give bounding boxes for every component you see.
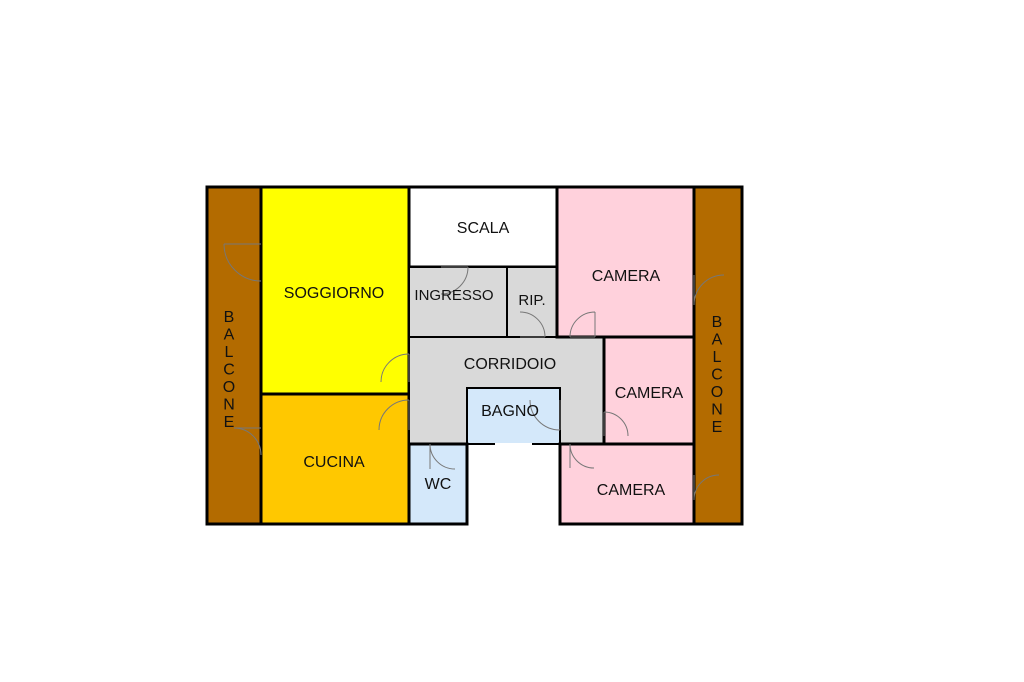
label-cucina: CUCINA — [303, 454, 365, 471]
room-soggiorno — [259, 185, 411, 396]
label-wc: WC — [425, 476, 452, 493]
label-bagno: BAGNO — [481, 403, 539, 420]
label-scala: SCALA — [457, 220, 510, 237]
room-ripostiglio — [506, 266, 558, 338]
room-camera-top — [555, 185, 696, 339]
label-ingresso: INGRESSO — [414, 287, 493, 304]
label-rip: RIP. — [518, 292, 545, 309]
balcony-left — [205, 185, 263, 526]
label-camera-mid: CAMERA — [615, 385, 684, 402]
room-cucina — [259, 392, 411, 526]
light-well — [468, 446, 559, 524]
room-wc — [407, 442, 469, 526]
room-camera-bottom — [558, 442, 696, 526]
label-camera-top: CAMERA — [592, 268, 661, 285]
label-camera-bottom: CAMERA — [597, 482, 666, 499]
room-bagno — [466, 387, 561, 445]
label-corridoio: CORRIDOIO — [464, 356, 556, 373]
door-swings — [223, 243, 725, 501]
label-soggiorno: SOGGIORNO — [284, 285, 384, 302]
